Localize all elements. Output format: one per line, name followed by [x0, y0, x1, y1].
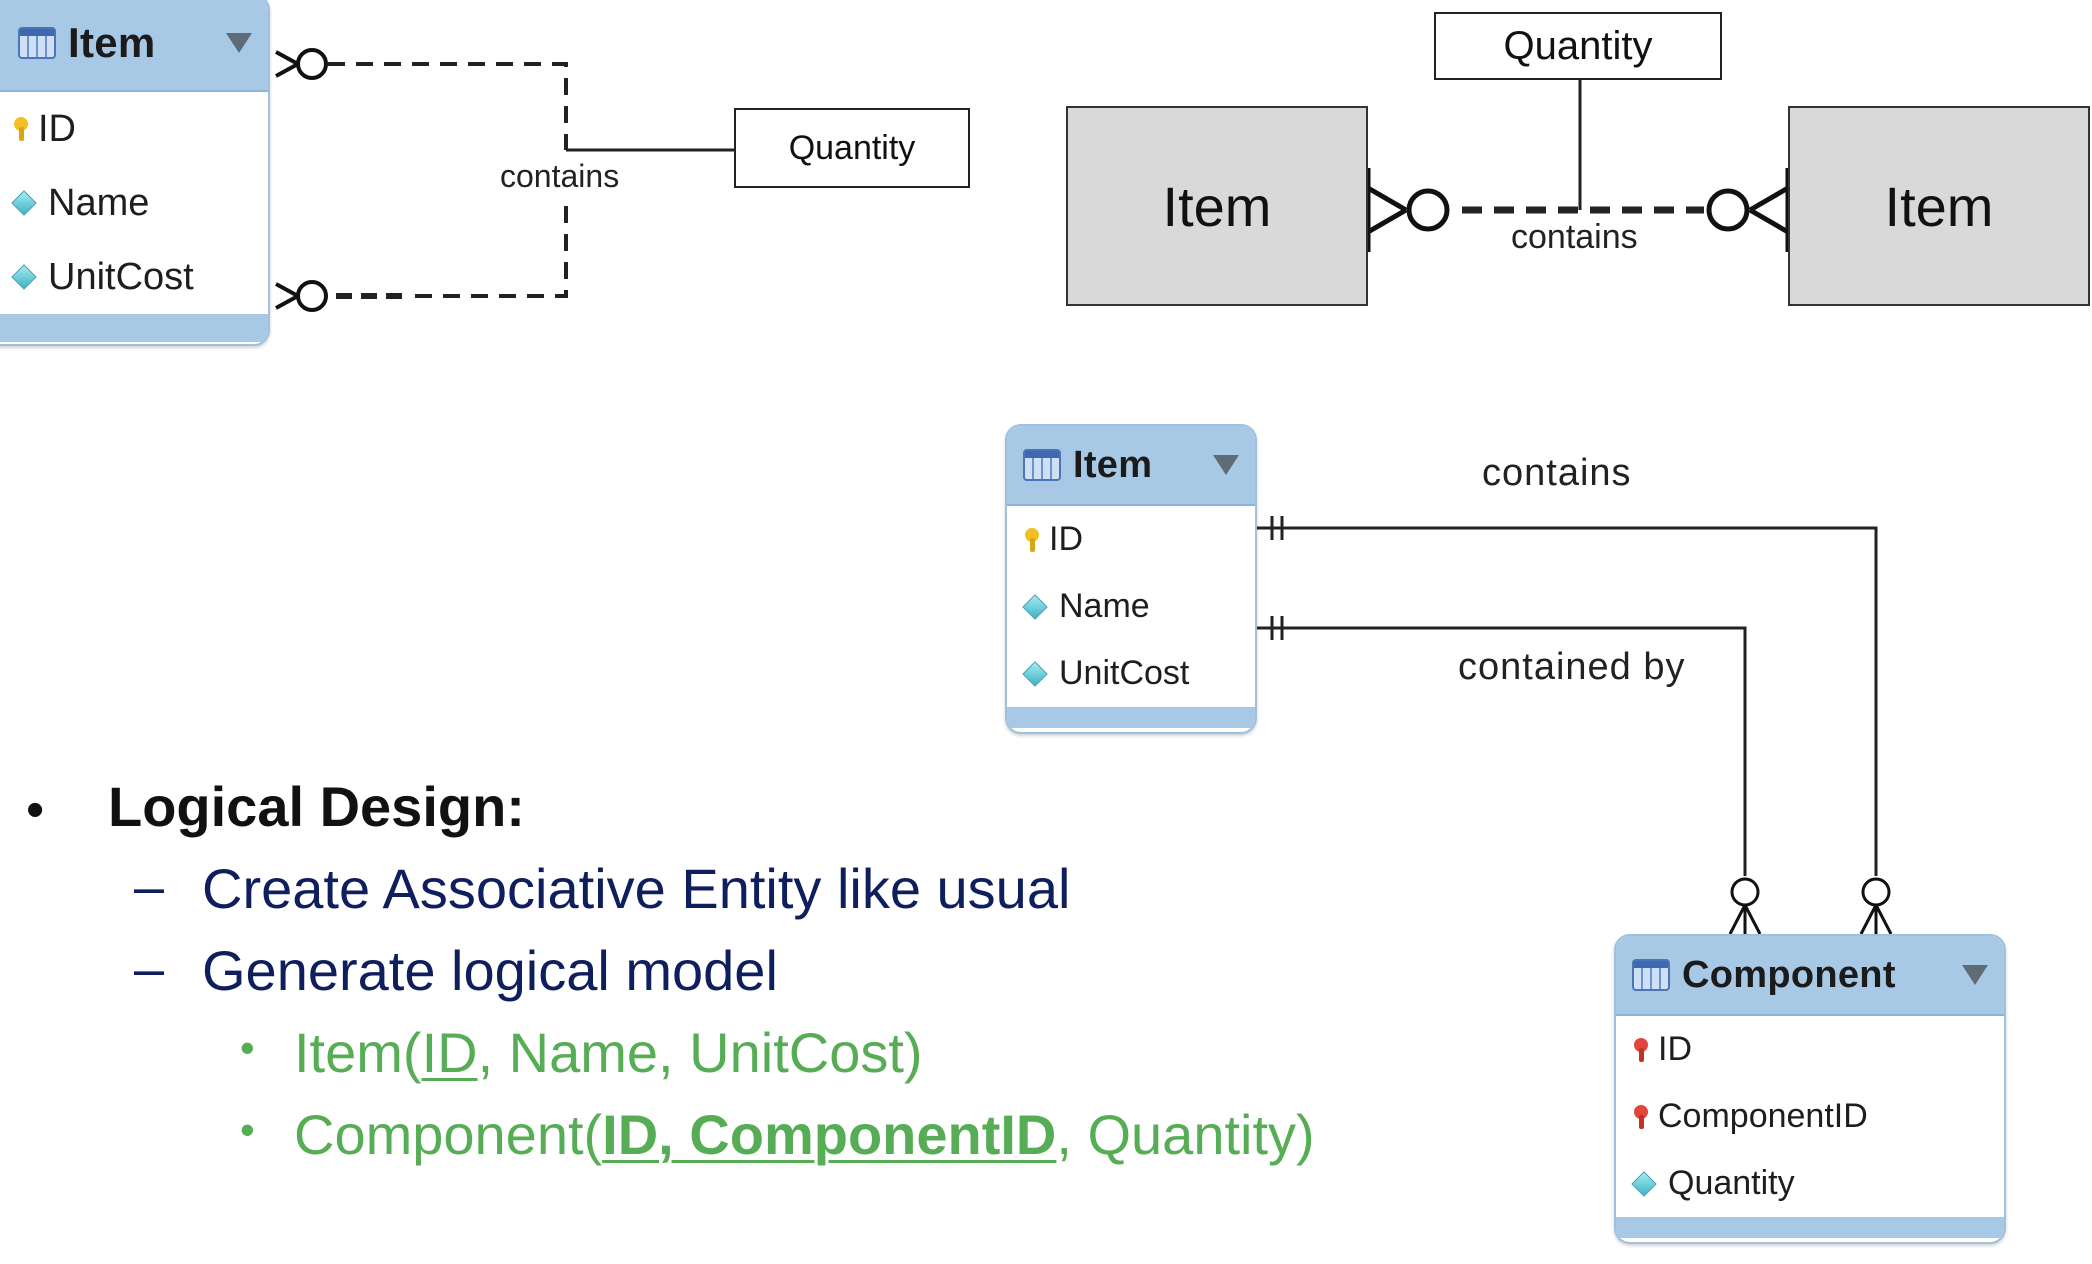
item-schema: Item(ID, Name, UnitCost)	[294, 1020, 923, 1085]
table-icon	[1632, 959, 1670, 991]
diagram2-crowfoot-right	[1706, 168, 1791, 252]
schema-bullet-dot: •	[240, 1106, 255, 1153]
schema-bullet-dot: •	[240, 1024, 255, 1071]
diagram3-component-table[interactable]: Component ID ComponentID Quantity	[1614, 934, 2006, 1244]
primary-key-icon	[14, 117, 28, 141]
table-icon	[1023, 449, 1061, 481]
item-schema-key: ID	[421, 1021, 478, 1084]
item-schema-prefix: Item(	[294, 1021, 422, 1084]
diagram3-contains-line	[1256, 516, 1878, 876]
table-header: Item	[1007, 426, 1255, 506]
table-footer	[0, 314, 268, 342]
table-header: Item	[0, 0, 268, 92]
component-schema-rest: , Quantity)	[1056, 1103, 1315, 1166]
table-header: Component	[1616, 936, 2004, 1016]
table-row: Quantity	[1616, 1150, 2004, 1217]
subbullet-create-entity: Create Associative Entity like usual	[202, 857, 1071, 920]
diagram3-contains-label: contains	[1482, 452, 1632, 494]
attribute-diamond-icon	[1022, 660, 1048, 687]
table-row: UnitCost	[0, 240, 268, 314]
subbullet-dash: –	[134, 939, 165, 999]
diagram2-left-entity: Item	[1066, 106, 1368, 306]
column-name: Quantity	[1668, 1164, 1795, 1202]
diagram1-relationship-label: contains	[498, 158, 622, 195]
diagram2-relationship-label: contains	[1511, 218, 1638, 256]
table-title: Component	[1682, 953, 1896, 996]
diagram3-contained-by-label: contained by	[1458, 646, 1686, 688]
column-name: ComponentID	[1658, 1097, 1868, 1135]
table-icon	[18, 27, 56, 59]
attribute-diamond-icon	[11, 190, 37, 216]
table-row: Name	[1007, 573, 1255, 640]
column-name: Name	[1059, 587, 1150, 625]
diagram2-right-entity: Item	[1788, 106, 2090, 306]
diagram2-relationship-line	[1462, 80, 1704, 214]
item-schema-rest: , Name, UnitCost)	[477, 1021, 923, 1084]
diagram3-crowfoot-contains	[1859, 877, 1893, 935]
component-schema-key: ID, ComponentID	[602, 1103, 1057, 1166]
table-row: ID	[1616, 1016, 2004, 1083]
table-row: UnitCost	[1007, 640, 1255, 707]
column-name: UnitCost	[48, 255, 194, 298]
subbullet-dash: –	[134, 857, 165, 917]
chevron-down-icon[interactable]	[1213, 455, 1239, 475]
table-row: Name	[0, 166, 268, 240]
table-footer	[1007, 707, 1255, 728]
subbullet-generate-model: Generate logical model	[202, 939, 778, 1002]
diagram3-contained-by-line	[1256, 616, 1747, 876]
column-name: Name	[48, 181, 150, 224]
component-schema: Component(ID, ComponentID, Quantity)	[294, 1102, 1315, 1167]
table-title: Item	[1073, 443, 1153, 486]
diagram3-item-table[interactable]: Item ID Name UnitCost	[1005, 424, 1257, 734]
chevron-down-icon[interactable]	[226, 33, 252, 53]
column-name: ID	[1049, 520, 1083, 558]
diagram1-attribute-box: Quantity	[734, 108, 970, 188]
diagram1-relationship-line	[328, 62, 734, 299]
table-row: ComponentID	[1616, 1083, 2004, 1150]
chevron-down-icon[interactable]	[1962, 965, 1988, 985]
bullet-dot: •	[26, 781, 45, 839]
column-name: UnitCost	[1059, 654, 1190, 692]
attribute-diamond-icon	[11, 264, 37, 290]
logical-design-heading: Logical Design:	[108, 775, 525, 838]
foreign-key-icon	[1634, 1037, 1648, 1062]
table-row: ID	[1007, 506, 1255, 573]
diagram2-attribute-box: Quantity	[1434, 12, 1722, 80]
diagram3-crowfoot-contained-by	[1728, 877, 1762, 935]
attribute-diamond-icon	[1022, 593, 1048, 620]
table-row: ID	[0, 92, 268, 166]
component-schema-prefix: Component(	[294, 1103, 603, 1166]
attribute-diamond-icon	[1631, 1170, 1657, 1197]
diagram1-crowfoot-top	[275, 48, 328, 80]
diagram1-item-table[interactable]: Item ID Name UnitCost	[0, 0, 270, 346]
table-footer	[1616, 1217, 2004, 1238]
column-name: ID	[1658, 1030, 1692, 1068]
primary-key-icon	[1025, 527, 1039, 552]
diagram1-crowfoot-bottom	[275, 280, 328, 312]
diagram2-crowfoot-left	[1365, 168, 1450, 252]
foreign-key-icon	[1634, 1104, 1648, 1129]
column-name: ID	[38, 107, 76, 150]
table-title: Item	[68, 19, 156, 66]
